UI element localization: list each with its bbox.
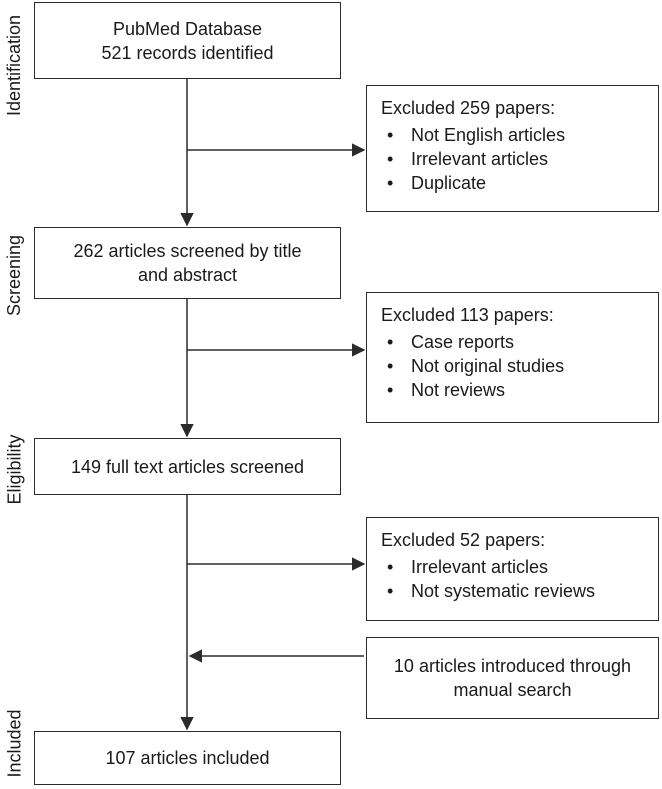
exclusion-box-3: Excluded 52 papers: Irrelevant articles …: [366, 517, 659, 621]
exclusion-title: Excluded 259 papers:: [381, 98, 556, 118]
included-line1: 107 articles included: [105, 748, 270, 768]
screened-line2: and abstract: [137, 265, 238, 285]
exclusion-list: Not English articles Irrelevant articles…: [381, 123, 658, 195]
exclusion-box-2: Excluded 113 papers: Case reports Not or…: [366, 292, 659, 423]
exclusion-item: Not English articles: [381, 123, 658, 147]
screened-line1: 262 articles screened by title: [73, 241, 302, 261]
stage-label-included: Included: [4, 709, 25, 778]
exclusion-item: Not original studies: [381, 354, 658, 378]
fulltext-box: 149 full text articles screened: [34, 438, 341, 495]
exclusion-item: Irrelevant articles: [381, 147, 658, 171]
identified-line1: PubMed Database: [112, 18, 263, 39]
manual-line1: 10 articles introduced through: [393, 656, 632, 676]
manual-search-box: 10 articles introduced through manual se…: [366, 637, 659, 719]
manual-line2: manual search: [453, 680, 572, 700]
identified-line2: 521 records identified: [101, 42, 274, 63]
stage-label-identification: Identification: [4, 14, 25, 116]
exclusion-item: Not systematic reviews: [381, 579, 658, 603]
exclusion-item: Irrelevant articles: [381, 555, 658, 579]
exclusion-item: Duplicate: [381, 171, 658, 195]
stage-label-screening: Screening: [4, 234, 25, 316]
exclusion-item: Case reports: [381, 330, 658, 354]
identified-box: PubMed Database 521 records identified: [34, 2, 341, 79]
included-box: 107 articles included: [34, 731, 341, 785]
exclusion-box-1: Excluded 259 papers: Not English article…: [366, 85, 659, 212]
screened-box: 262 articles screened by title and abstr…: [34, 227, 341, 299]
exclusion-list: Case reports Not original studies Not re…: [381, 330, 658, 402]
fulltext-line1: 149 full text articles screened: [70, 456, 305, 477]
stage-label-eligibility: Eligibility: [4, 433, 25, 505]
exclusion-item: Not reviews: [381, 378, 658, 402]
exclusion-title: Excluded 113 papers:: [381, 305, 554, 325]
exclusion-title: Excluded 52 papers:: [381, 530, 546, 550]
exclusion-list: Irrelevant articles Not systematic revie…: [381, 555, 658, 603]
